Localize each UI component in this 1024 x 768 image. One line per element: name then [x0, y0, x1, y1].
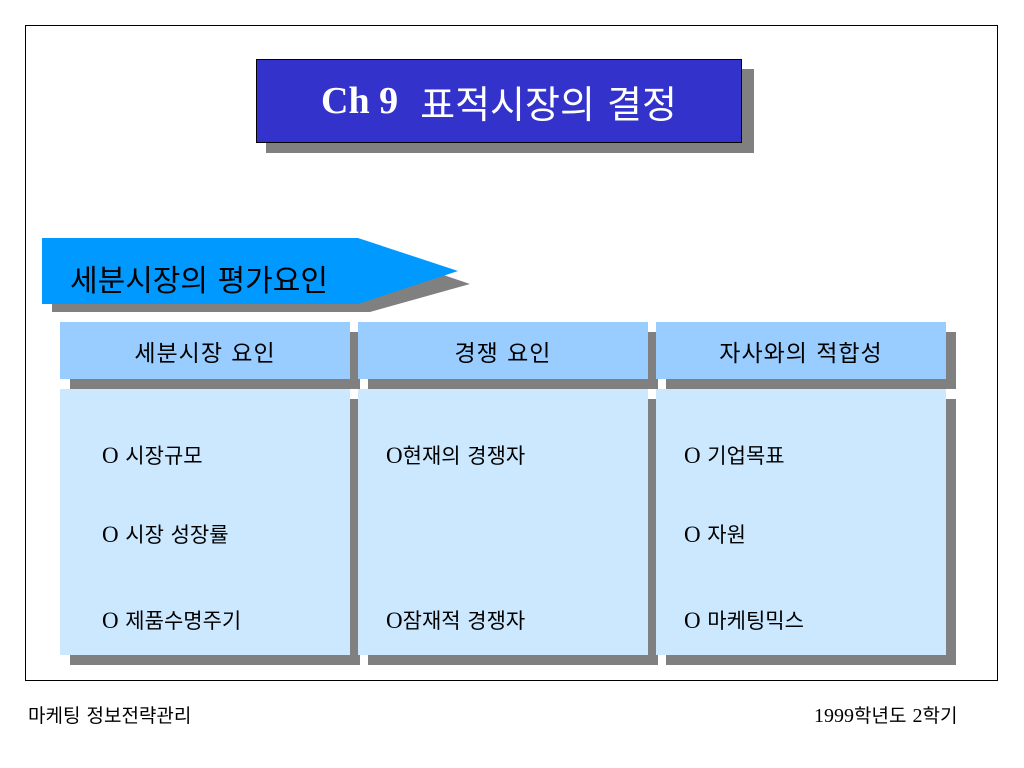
- footer-course-name: 마케팅 정보전략관리: [28, 705, 192, 727]
- column-1-header: 세분시장 요인: [60, 322, 350, 379]
- list-item: O 제품수명주기: [102, 608, 242, 633]
- title-text: 표적시장의 결정: [420, 82, 677, 127]
- list-item: O 마케팅믹스: [684, 608, 804, 633]
- column-2-body: [358, 389, 648, 655]
- list-item: O 시장 성장률: [102, 522, 229, 547]
- section-arrow: [42, 238, 472, 314]
- chapter-number: Ch 9: [321, 80, 399, 122]
- list-item: O현재의 경쟁자: [386, 443, 526, 468]
- column-3-header: 자사와의 적합성: [656, 322, 946, 379]
- section-label: 세분시장의 평가요인: [70, 264, 328, 299]
- footer-semester: 1999학년도 2학기: [814, 705, 958, 727]
- column-1-body: [60, 389, 350, 655]
- list-item: O잠재적 경쟁자: [386, 608, 526, 633]
- list-item: O 시장규모: [102, 443, 203, 468]
- slide-title: Ch 9 표적시장의 결정: [256, 59, 742, 143]
- list-item: O 자원: [684, 522, 746, 547]
- slide-frame: [25, 25, 998, 681]
- column-3-body: [656, 389, 946, 655]
- column-2-header: 경쟁 요인: [358, 322, 648, 379]
- list-item: O 기업목표: [684, 443, 785, 468]
